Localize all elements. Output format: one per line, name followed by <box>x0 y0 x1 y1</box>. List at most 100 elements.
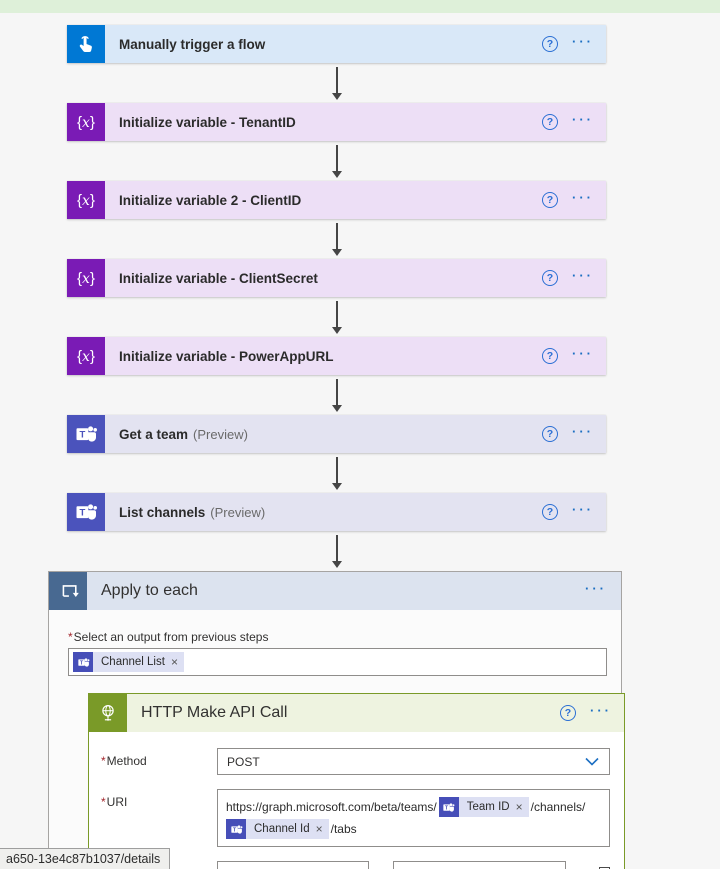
card-header[interactable]: List channels (Preview) ? ··· <box>105 493 606 531</box>
dynamic-content-token[interactable]: T Channel List × <box>73 652 184 672</box>
more-menu-icon[interactable]: ··· <box>585 581 607 596</box>
uri-input[interactable]: https://graph.microsoft.com/beta/teams/ … <box>217 789 610 847</box>
flow-arrow <box>67 297 606 337</box>
more-menu-icon[interactable]: ··· <box>572 34 594 49</box>
status-url-tooltip: a650-13e4c87b1037/details <box>0 848 171 869</box>
help-icon[interactable]: ? <box>542 114 558 130</box>
svg-text:T: T <box>79 660 83 666</box>
uri-text-segment: https://graph.microsoft.com/beta/teams/ <box>226 800 437 814</box>
http-make-api-call-card: HTTP Make API Call ? ··· *Method <box>88 693 625 869</box>
flow-arrow <box>67 453 606 493</box>
token-teams-icon: T <box>73 652 93 672</box>
token-label: Channel List <box>101 656 165 668</box>
teams-icon: T <box>67 415 105 453</box>
action-card-initialize-powerappurl[interactable]: {x} Initialize variable - PowerAppURL ? … <box>67 337 606 375</box>
svg-text:T: T <box>445 805 449 811</box>
help-icon[interactable]: ? <box>542 504 558 520</box>
card-title: Initialize variable - PowerAppURL <box>119 348 334 364</box>
variable-icon: {x} <box>67 181 105 219</box>
top-accent-bar <box>0 0 720 13</box>
more-menu-icon[interactable]: ··· <box>572 190 594 205</box>
scope-title: Apply to each <box>101 582 198 599</box>
help-icon[interactable]: ? <box>542 36 558 52</box>
loop-icon <box>49 572 87 610</box>
required-marker: * <box>101 795 106 809</box>
method-value: POST <box>227 754 260 769</box>
card-title: Initialize variable - ClientSecret <box>119 270 318 286</box>
apply-to-each-body: *Select an output from previous steps T … <box>49 610 625 869</box>
svg-text:T: T <box>79 430 85 441</box>
card-title: Initialize variable - TenantID <box>119 114 296 130</box>
uri-label: *URI <box>101 795 128 809</box>
card-title: Initialize variable 2 - ClientID <box>119 192 302 208</box>
card-header[interactable]: Manually trigger a flow ? ··· <box>105 25 606 63</box>
token-teams-icon: T <box>438 797 459 817</box>
more-menu-icon[interactable]: ··· <box>590 703 612 718</box>
action-card-get-a-team[interactable]: T Get a team (Preview) ? ··· <box>67 415 606 453</box>
globe-icon <box>89 694 127 732</box>
action-card-initialize-tenantid[interactable]: {x} Initialize variable - TenantID ? ··· <box>67 103 606 141</box>
http-card-body: *Method POST *URI <box>89 732 624 869</box>
trigger-card[interactable]: Manually trigger a flow ? ··· <box>67 25 606 63</box>
action-card-initialize-clientid[interactable]: {x} Initialize variable 2 - ClientID ? ·… <box>67 181 606 219</box>
token-teams-icon: T <box>226 819 246 839</box>
svg-text:T: T <box>232 827 236 833</box>
variable-icon: {x} <box>67 103 105 141</box>
teams-icon: T <box>67 493 105 531</box>
touch-icon <box>67 25 105 63</box>
svg-text:T: T <box>79 508 85 519</box>
more-menu-icon[interactable]: ··· <box>572 502 594 517</box>
card-title: Manually trigger a flow <box>119 36 266 52</box>
dynamic-content-token[interactable]: T Channel Id × <box>226 819 329 839</box>
apply-to-each-header[interactable]: Apply to each ··· <box>49 572 621 610</box>
select-output-label: *Select an output from previous steps <box>68 630 269 644</box>
card-header[interactable]: Initialize variable - TenantID ? ··· <box>105 103 606 141</box>
more-menu-icon[interactable]: ··· <box>572 112 594 127</box>
more-menu-icon[interactable]: ··· <box>572 268 594 283</box>
token-remove-icon[interactable]: × <box>315 821 323 836</box>
flow-arrow <box>67 219 606 259</box>
card-header[interactable]: Initialize variable - ClientSecret ? ··· <box>105 259 606 297</box>
token-label: Team ID <box>466 801 510 813</box>
preview-badge: (Preview) <box>193 426 248 442</box>
apply-to-each-scope: Apply to each ··· *Select an output from… <box>48 571 625 869</box>
flow-arrow <box>67 531 606 571</box>
action-card-initialize-clientsecret[interactable]: {x} Initialize variable - ClientSecret ?… <box>67 259 606 297</box>
select-output-input[interactable]: T Channel List × <box>68 648 607 676</box>
help-icon[interactable]: ? <box>542 270 558 286</box>
help-icon[interactable]: ? <box>542 348 558 364</box>
flow-arrow <box>67 63 606 103</box>
action-card-list-channels[interactable]: T List channels (Preview) ? ··· <box>67 493 606 531</box>
flow-arrow <box>67 375 606 415</box>
card-title: Get a team <box>119 426 189 442</box>
switch-to-text-mode-button[interactable]: T <box>593 866 610 869</box>
header-value-input[interactable] <box>393 861 566 869</box>
header-key-input[interactable] <box>217 861 369 869</box>
help-icon[interactable]: ? <box>560 705 576 721</box>
help-icon[interactable]: ? <box>542 192 558 208</box>
card-title: List channels <box>119 504 206 520</box>
chevron-down-icon[interactable] <box>575 749 609 774</box>
token-remove-icon[interactable]: × <box>515 799 523 814</box>
uri-text-segment: /channels/ <box>530 800 586 814</box>
variable-icon: {x} <box>67 337 105 375</box>
card-header[interactable]: Get a team (Preview) ? ··· <box>105 415 606 453</box>
card-header[interactable]: Initialize variable 2 - ClientID ? ··· <box>105 181 606 219</box>
token-remove-icon[interactable]: × <box>170 654 178 669</box>
card-header[interactable]: Initialize variable - PowerAppURL ? ··· <box>105 337 606 375</box>
required-marker: * <box>68 630 73 644</box>
required-marker: * <box>101 754 106 768</box>
flow-designer-canvas: Manually trigger a flow ? ··· {x} Initia… <box>0 25 720 869</box>
variable-icon: {x} <box>67 259 105 297</box>
uri-text-segment: /tabs <box>330 822 357 836</box>
method-label: *Method <box>101 754 147 768</box>
http-card-header[interactable]: HTTP Make API Call ? ··· <box>89 694 624 732</box>
more-menu-icon[interactable]: ··· <box>572 424 594 439</box>
flow-arrow <box>67 141 606 181</box>
help-icon[interactable]: ? <box>542 426 558 442</box>
more-menu-icon[interactable]: ··· <box>572 346 594 361</box>
method-select[interactable]: POST <box>217 748 610 775</box>
dynamic-content-token[interactable]: T Team ID × <box>438 797 529 817</box>
preview-badge: (Preview) <box>210 504 266 520</box>
http-card-title: HTTP Make API Call <box>141 704 288 721</box>
